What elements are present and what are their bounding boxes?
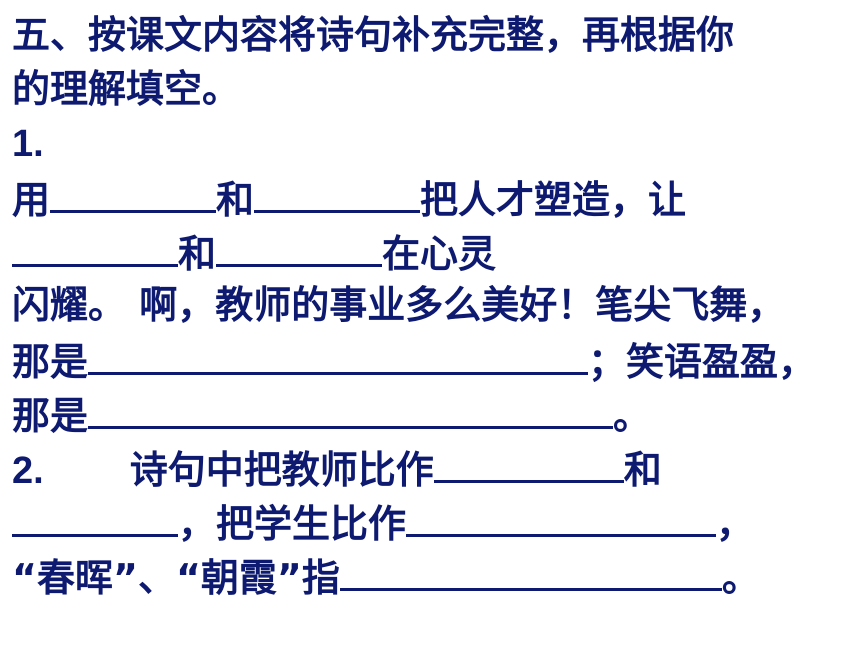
q1-text: 和 xyxy=(216,178,255,222)
blank-q2-2[interactable] xyxy=(12,494,178,537)
q1-text: 那是 xyxy=(12,394,89,438)
section-heading-text: 五、按课文内容将诗句补充完整，再根据你 xyxy=(12,13,735,57)
blank-q1-2[interactable] xyxy=(254,170,421,213)
q1-text: ；笑语盈盈， xyxy=(588,340,817,384)
blank-q1-1[interactable] xyxy=(50,170,217,213)
q1-text: 。 xyxy=(613,394,652,438)
blank-q1-4[interactable] xyxy=(216,224,383,267)
section-heading-line-2: 的理解填空。 xyxy=(12,62,858,116)
section-heading-text: 的理解填空。 xyxy=(12,67,241,111)
q1-line-3: 闪耀。 啊，教师的事业多么美好！笔尖飞舞， xyxy=(12,278,858,332)
q2-text: 和 xyxy=(623,448,662,492)
q1-text: 那是 xyxy=(12,340,89,384)
q1-line-4: 那是 ；笑语盈盈， xyxy=(12,332,858,386)
q2-text: 诗句中把教师比作 xyxy=(129,448,434,492)
blank-q1-3[interactable] xyxy=(12,224,178,267)
blank-q1-5[interactable] xyxy=(88,332,589,375)
q1-line-2: 和 在心灵 xyxy=(12,224,858,278)
q1-text: 在心灵 xyxy=(382,232,497,276)
blank-q2-1[interactable] xyxy=(433,440,624,483)
question-1-number: 1. xyxy=(12,123,44,165)
question-2-number: 2. xyxy=(12,450,44,492)
q1-text: 用 xyxy=(12,178,51,222)
q2-text: 。 xyxy=(721,556,760,600)
q2-text: “春晖”、“朝霞”指 xyxy=(12,556,340,600)
blank-q1-6[interactable] xyxy=(88,386,614,429)
q2-text: ， xyxy=(716,502,755,546)
q2-text: ，把学生比作 xyxy=(178,502,407,546)
q1-line-1: 用 和 把人才塑造，让 xyxy=(12,170,858,224)
blank-q2-3[interactable] xyxy=(406,494,717,537)
q1-line-5: 那是 。 xyxy=(12,386,858,440)
q1-text: 把人才塑造，让 xyxy=(420,178,687,222)
q2-line-1: 2. 诗句中把教师比作 和 xyxy=(12,440,858,494)
blank-q2-4[interactable] xyxy=(339,548,722,591)
q2-line-2: ，把学生比作 ， xyxy=(12,494,858,548)
q2-line-3: “春晖”、“朝霞”指 。 xyxy=(12,548,858,602)
section-heading-line-1: 五、按课文内容将诗句补充完整，再根据你 xyxy=(12,8,858,62)
q1-number-line: 1. xyxy=(12,116,858,170)
q1-text: 闪耀。 啊，教师的事业多么美好！笔尖飞舞， xyxy=(12,283,786,327)
worksheet-text: 五、按课文内容将诗句补充完整，再根据你 的理解填空。 1. 用和把人才塑造，让 … xyxy=(12,8,858,602)
q1-text: 和 xyxy=(178,232,217,276)
